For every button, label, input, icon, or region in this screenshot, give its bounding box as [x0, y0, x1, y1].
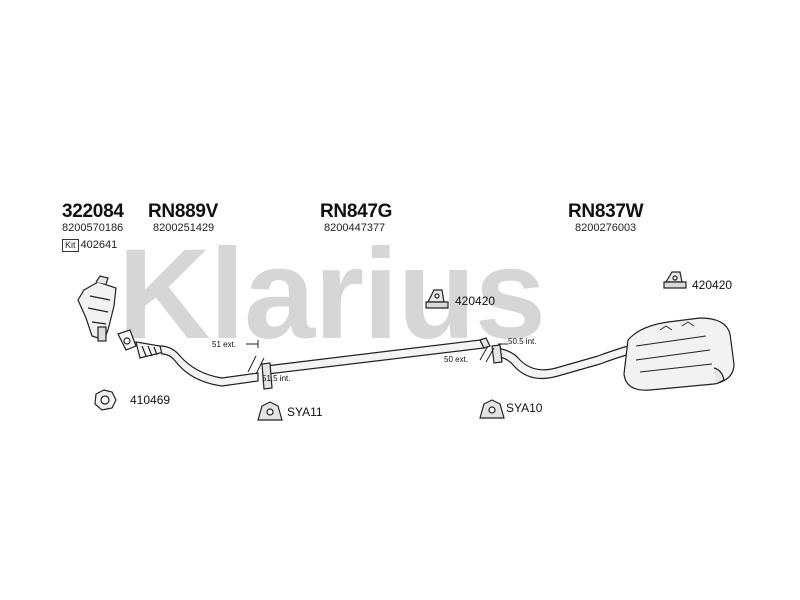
rear-section-drawing [491, 317, 735, 391]
front-pipe-drawing [135, 341, 259, 387]
part-number-rn889v: RN889V [148, 201, 219, 222]
mount-label-sya10: SYA10 [506, 401, 543, 415]
oe-number: 8200251429 [153, 222, 215, 234]
clamp-label: 420420 [455, 294, 496, 308]
kit-badge: Kit [62, 239, 79, 252]
clamp-label: 420420 [692, 278, 733, 292]
part-number-rn837w: RN837W [568, 201, 644, 222]
gasket-label: 410469 [130, 393, 171, 407]
kit-number: 402641 [80, 239, 118, 251]
rubber-mount-icon [479, 399, 505, 419]
extension-label: 50.5 int. [508, 337, 537, 346]
extension-label: 51 ext. [212, 340, 237, 349]
extension-label: 51.5 int. [262, 374, 291, 383]
clamp-bracket-icon [425, 289, 449, 309]
mount-label-sya11: SYA11 [287, 405, 323, 419]
oe-number: 8200447377 [324, 222, 386, 234]
extension-label: 50 ext. [444, 355, 469, 364]
part-number-rn847g: RN847G [320, 201, 393, 222]
part-number-322084: 322084 [62, 201, 124, 222]
oe-number: 8200570186 [62, 222, 124, 234]
joint-marks [246, 340, 508, 375]
rubber-mount-icon [257, 401, 283, 421]
clamp-bracket-icon [663, 271, 687, 289]
flange-gasket-drawing [117, 329, 137, 351]
catalytic-converter-drawing [77, 275, 117, 342]
oe-number: 8200276003 [575, 222, 637, 234]
gasket-icon [94, 389, 117, 411]
center-pipe-drawing [261, 337, 491, 390]
